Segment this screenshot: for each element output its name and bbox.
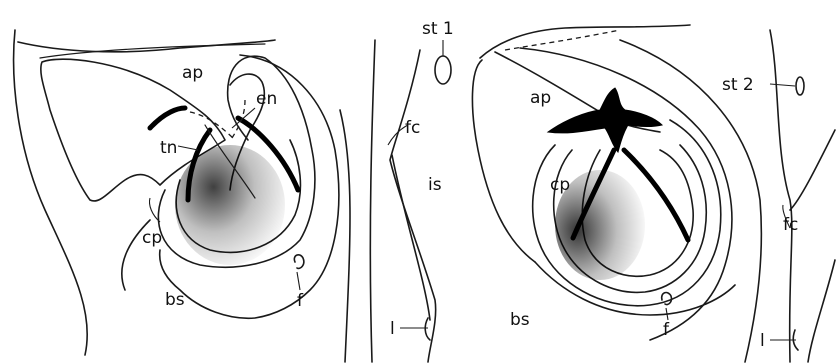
label-tn: tn: [160, 138, 177, 158]
label-fc-right: fc: [783, 215, 798, 235]
label-en: en: [256, 89, 277, 109]
tn-leader: [178, 146, 198, 150]
label-bs-right: bs: [510, 310, 530, 330]
st1-oval: [435, 56, 451, 84]
label-st2: st 2: [722, 75, 754, 95]
right-black-wing: [548, 88, 662, 152]
label-st1: st 1: [422, 19, 454, 39]
right-panel: ap cp bs f st 2 fc l: [472, 25, 835, 362]
label-cp-left: cp: [142, 228, 162, 248]
right-bs-contour: [535, 262, 735, 315]
far-right-edge-1: [770, 30, 792, 362]
far-right-edge-2: [790, 130, 835, 210]
left-panel: ap en tn cp bs f: [14, 30, 350, 362]
middle-inner-line: [392, 155, 430, 320]
label-is: is: [428, 175, 442, 195]
left-top-contour: [18, 40, 275, 52]
far-right-edge-3: [808, 260, 835, 362]
label-l-right: l: [760, 331, 765, 351]
st2-oval: [796, 77, 804, 95]
middle-panel: st 1 fc is l: [370, 19, 453, 362]
l-notch-middle: [425, 318, 430, 340]
label-ap-left: ap: [182, 63, 203, 83]
right-ap-outline: [472, 60, 535, 262]
label-f-left: f: [297, 291, 304, 311]
f-leader-left: [297, 272, 300, 290]
label-l-middle: l: [390, 319, 395, 339]
st2-leader: [770, 84, 795, 86]
label-ap-right: ap: [530, 88, 551, 108]
label-f-right: f: [663, 320, 670, 340]
left-foramen: [294, 255, 303, 269]
left-right-edge: [340, 110, 350, 362]
label-cp-right: cp: [550, 175, 570, 195]
tn-ring-line: [150, 108, 185, 128]
left-outer-contour: [14, 30, 88, 355]
right-top-contour: [480, 25, 690, 58]
label-bs-left: bs: [165, 290, 185, 310]
right-top-dashed: [505, 30, 620, 50]
label-fc-middle: fc: [405, 118, 420, 138]
middle-left-edge: [370, 40, 375, 362]
